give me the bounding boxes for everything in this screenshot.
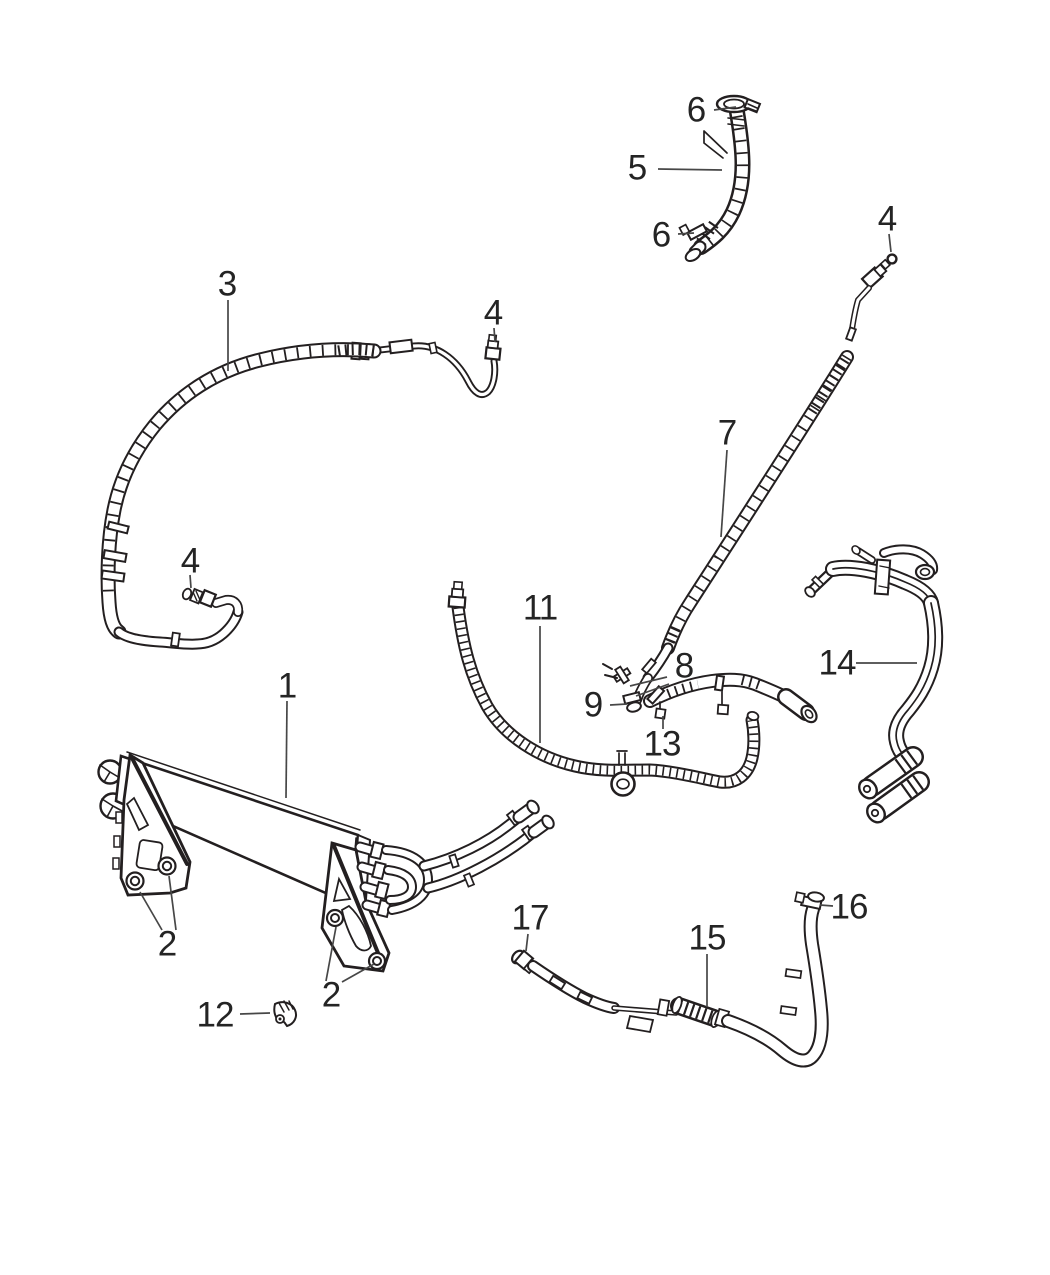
callout-16: 16 — [830, 887, 869, 927]
callout-1: 1 — [277, 666, 297, 706]
grommet-ring — [610, 750, 636, 797]
o-ring-4-top-right — [886, 253, 898, 265]
callout-7: 7 — [717, 413, 737, 453]
fitting-4-mid-left — [181, 587, 218, 609]
callout-17: 17 — [511, 898, 550, 938]
callout-4b: 4 — [877, 199, 897, 239]
callout-15: 15 — [688, 918, 727, 958]
hose-15-bellows — [670, 995, 731, 1029]
callout-5: 5 — [627, 148, 647, 188]
callout-13: 13 — [643, 724, 682, 764]
hose-15-17-assembly — [510, 891, 829, 1068]
callout-2a: 2 — [157, 924, 177, 964]
retainer-clip-12 — [273, 1000, 297, 1028]
callout-6a: 6 — [686, 90, 706, 130]
callout-3: 3 — [217, 264, 237, 304]
hose-13 — [643, 672, 818, 724]
hose-clamp-16 — [794, 891, 825, 911]
hose-13-clamp-mid — [713, 674, 730, 716]
tube-assembly-14 — [804, 544, 944, 824]
power-steering-cooler-1 — [97, 751, 555, 1028]
return-hose-7 — [640, 253, 898, 684]
fitting-4-upper-mid — [484, 333, 502, 361]
callout-12: 12 — [196, 995, 235, 1035]
callout-11: 11 — [522, 588, 558, 628]
callout-4a: 4 — [483, 293, 503, 333]
clamp-8-and-fitting-9 — [602, 663, 653, 713]
pressure-hose-3 — [100, 333, 502, 650]
leader-lines — [139, 106, 917, 1015]
callout-6b: 6 — [651, 215, 671, 255]
callout-4c: 4 — [180, 541, 200, 581]
callout-9: 9 — [583, 685, 603, 725]
cooler-outlet-hoses — [418, 799, 555, 894]
callout-14: 14 — [818, 643, 857, 683]
hose-11 — [447, 580, 761, 797]
callout-2b: 2 — [321, 975, 341, 1015]
callout-8: 8 — [674, 646, 694, 686]
mounting-bracket-right-2 — [320, 841, 391, 973]
hose-clamp-6-top — [743, 97, 762, 114]
mounting-bracket-left-2 — [112, 752, 192, 897]
cooler-left-tanks — [97, 759, 127, 820]
